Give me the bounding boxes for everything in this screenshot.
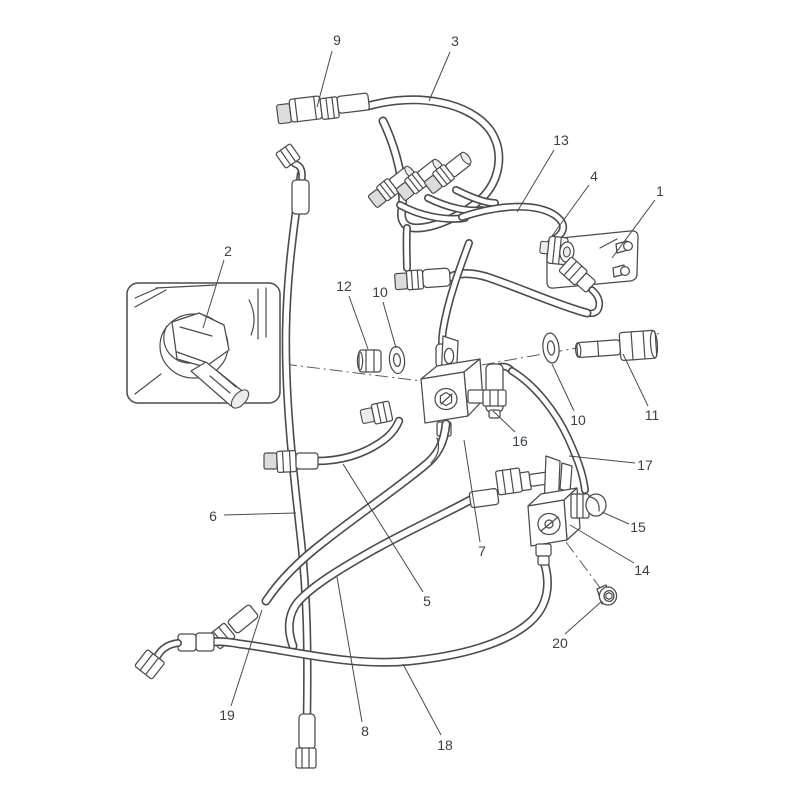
hose-13-end-fitting — [394, 267, 451, 291]
callout-label-19: 19 — [219, 707, 235, 723]
callout-label-10: 10 — [372, 284, 388, 300]
hose-6-bottom-nut — [295, 747, 317, 769]
manifold-left-port-fitting — [359, 400, 394, 425]
callout-label-5: 5 — [423, 593, 431, 609]
callout-leader-12 — [348, 295, 369, 350]
union-9 — [288, 95, 323, 123]
callout-leader-13 — [516, 149, 555, 213]
callout-label-8: 8 — [361, 723, 369, 739]
callout-label-3: 3 — [451, 33, 459, 49]
plug-20 — [596, 584, 618, 606]
detail-inset-2 — [126, 282, 281, 409]
hose-6-top-nut — [275, 143, 301, 169]
hose-13 — [458, 202, 568, 242]
hose-5-sleeve — [295, 452, 319, 470]
callout-leader-6 — [223, 512, 297, 516]
lower-block-assembly — [468, 455, 607, 566]
hose-18-end-nut — [134, 649, 165, 680]
callout-label-17: 17 — [637, 457, 653, 473]
callout-leader-3 — [428, 51, 451, 102]
callout-leader-15 — [601, 511, 630, 525]
callout-label-4: 4 — [590, 168, 598, 184]
callout-leader-5 — [342, 463, 424, 593]
callout-label-2: 2 — [224, 243, 232, 259]
callout-label-11: 11 — [645, 407, 660, 423]
callout-label-16: 16 — [512, 433, 528, 449]
callout-leader-10 — [382, 301, 397, 349]
inset-hex-nut — [171, 312, 230, 368]
callout-leader-20 — [564, 600, 603, 635]
callout-leader-4 — [551, 184, 590, 237]
callout-label-14: 14 — [634, 562, 650, 578]
hose-5 — [263, 416, 404, 474]
manifold-block — [359, 358, 487, 437]
callout-label-9: 9 — [333, 32, 341, 48]
callout-label-1: 1 — [656, 183, 664, 199]
hose-9-sleeve — [336, 92, 370, 114]
callout-label-20: 20 — [552, 635, 568, 651]
callout-leader-19 — [230, 609, 263, 707]
washer-10-right — [542, 332, 560, 364]
callout-leader-8 — [336, 576, 363, 723]
callout-label-6: 6 — [209, 508, 217, 524]
hose-9-fitting-chain — [276, 92, 370, 125]
callout-leader-10 — [551, 363, 575, 412]
callout-label-7: 7 — [478, 543, 486, 559]
callout-label-12: 12 — [336, 278, 352, 294]
elbow-16 — [482, 362, 516, 419]
hose-6 — [275, 143, 317, 769]
bolt-11 — [574, 329, 659, 362]
hose-6-bottom-sleeve — [298, 713, 316, 750]
hose-bundle-fittings — [367, 151, 499, 223]
callout-leader-7 — [463, 439, 481, 543]
callout-label-18: 18 — [437, 737, 453, 753]
callout-label-10: 10 — [570, 412, 586, 428]
hose-8 — [284, 493, 479, 651]
callout-leader-2 — [202, 259, 225, 329]
callout-leader-11 — [622, 353, 649, 407]
hose-5-cap — [263, 452, 278, 470]
hose-9-nut — [319, 96, 340, 120]
callout-leader-16 — [492, 410, 516, 433]
callout-label-15: 15 — [630, 519, 646, 535]
nut-12 — [356, 349, 382, 373]
callout-leader-18 — [402, 663, 442, 736]
elbow-15 — [570, 493, 607, 519]
plate-bolt-bottom — [612, 264, 631, 278]
callout-leader-1 — [611, 199, 656, 259]
callout-leader-9 — [316, 50, 333, 108]
callout-leader-17 — [568, 455, 636, 464]
hose-18 — [134, 557, 552, 680]
callout-leader-14 — [569, 524, 635, 564]
washer-10-left — [388, 345, 406, 375]
hose-17 — [508, 367, 589, 494]
hose-6-top-sleeve — [291, 179, 310, 215]
lower-block-stud — [468, 467, 552, 509]
hose-19-end-sleeve — [227, 604, 259, 634]
callout-label-13: 13 — [553, 132, 569, 148]
